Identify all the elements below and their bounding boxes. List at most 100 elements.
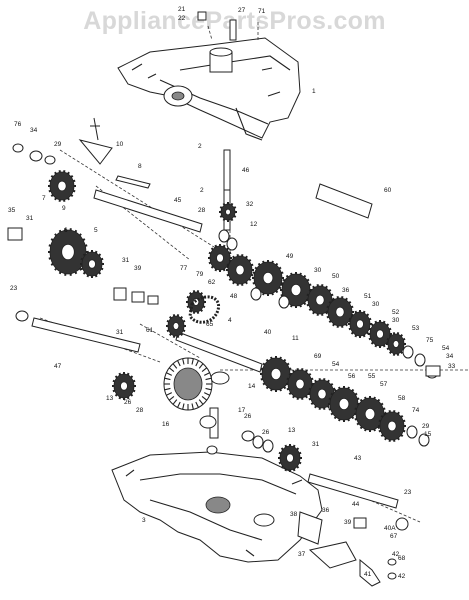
part-number-label: 65 [206,321,214,328]
part-number-label: 29 [54,141,62,148]
part-number-label: 49 [286,253,294,260]
lower-housing [111,451,323,563]
gear [208,244,232,272]
part-number-label: 17 [238,407,246,414]
part-number-label: 10 [116,141,124,148]
part-number-label: 12 [250,221,258,228]
part-number-label: 4 [228,317,232,324]
part-number-label: 38 [290,511,298,518]
washer [406,425,418,439]
part-number-label: 46 [242,167,250,174]
part-number-label: 26 [262,429,270,436]
part-number-label: 54 [442,345,450,352]
part-number-label: 75 [426,337,434,344]
gear [378,410,406,442]
part-number-label: 71 [258,8,266,15]
gear [48,170,76,202]
part-number-label: 32 [246,201,254,208]
part-number-label: 31 [116,329,124,336]
part-number-label: 36 [342,287,350,294]
part-number-label: 3 [142,517,146,524]
washer [262,439,274,453]
part-number-label: 51 [364,293,372,300]
part-number-label: 41 [364,571,372,578]
gear [368,320,392,348]
gear [326,296,354,328]
part-number-label: 11 [292,335,299,342]
part-number-label: 13 [288,427,296,434]
small-parts [7,11,441,587]
part-number-label: 57 [380,381,388,388]
part-number-label: 61 [146,327,154,334]
part-number-label: 39 [134,265,142,272]
part-number-label: 47 [54,363,62,370]
part-number-label: 15 [424,431,432,438]
part-number-label: 31 [26,215,34,222]
part-number-label: 21 [178,6,186,13]
gear [166,314,186,338]
part-number-label: 26 [244,413,252,420]
part-number-label: 76 [14,121,22,128]
part-number-label: 54 [332,361,340,368]
gear [80,250,104,278]
gear [48,228,88,276]
part-number-label: 55 [368,373,376,380]
part-number-label: 28 [198,207,206,214]
part-number-label: 42 [398,573,406,580]
part-number-label: 29 [422,423,430,430]
part-number-label: 40A [384,525,396,532]
part-number-label: 14 [248,383,256,390]
part-number-label: 1 [312,88,316,95]
part-number-label: 53 [412,325,420,332]
gear [306,284,334,316]
part-number-label: 39 [344,519,352,526]
part-number-label: 7 [42,195,46,202]
part-number-label: 35 [8,207,16,214]
part-number-label: 2 [198,143,202,150]
part-number-label: 74 [412,407,420,414]
part-number-label: 36 [322,507,330,514]
part-number-label: 30 [392,317,400,324]
part-number-label: 43 [354,455,362,462]
part-number-label: 37 [298,551,306,558]
part-number-label: 52 [392,309,400,316]
part-number-label: 2 [200,187,204,194]
washer [414,353,426,367]
gear [219,202,237,222]
gear [354,396,386,432]
washer [252,435,264,449]
shafts [31,117,399,509]
part-number-label: 31 [312,441,320,448]
part-number-label: 26 [124,399,132,406]
part-number-label: 69 [314,353,322,360]
washer [278,295,290,309]
part-number-label: 30 [372,301,380,308]
upper-housing [117,37,301,141]
part-number-label: 67 [390,533,398,540]
washer [418,433,430,447]
gears [48,170,430,472]
part-number-label: 27 [238,7,246,14]
washer [250,287,262,301]
gear [278,444,302,472]
part-number-label: 58 [398,395,406,402]
part-number-label: 42 [392,551,400,558]
part-number-label: 16 [162,421,170,428]
part-number-label: 8 [138,163,142,170]
part-number-label: 34 [446,353,454,360]
gear [112,372,136,400]
part-number-label: 23 [404,489,412,496]
drive-chain [188,295,221,324]
part-number-label: 23 [10,285,18,292]
part-number-label: 79 [196,271,204,278]
part-number-label: 30 [314,267,322,274]
part-number-label: 28 [136,407,144,414]
part-number-label: 44 [352,501,360,508]
part-number-label: 33 [448,363,456,370]
washer [226,237,238,251]
part-number-label: 68 [398,555,406,562]
gear [328,386,360,422]
part-number-label: 6 [64,227,68,234]
part-number-label: 9 [62,205,66,212]
